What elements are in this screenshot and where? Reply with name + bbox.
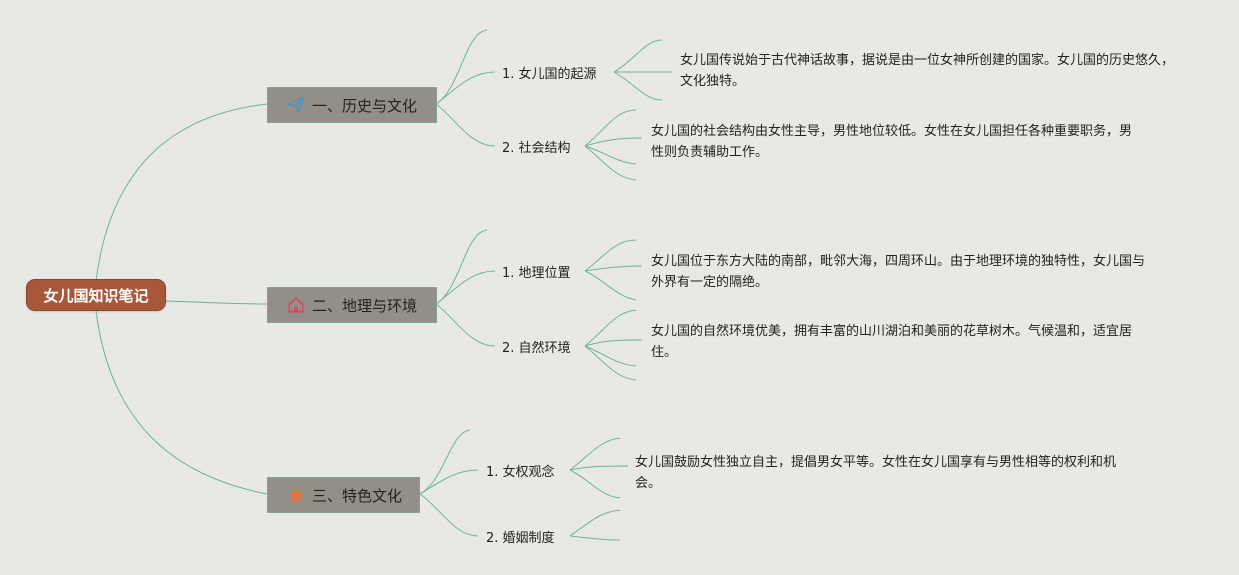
link-root-branch-1 xyxy=(95,103,268,282)
link-root-branch-3 xyxy=(95,310,268,495)
link-b1-top xyxy=(435,29,488,105)
link-root-branch-2 xyxy=(165,300,268,305)
root-node-label: 女儿国知识笔记 xyxy=(43,286,149,305)
description-natural-environment: 女儿国的自然环境优美，拥有丰富的山川湖泊和美丽的花草树木。气候温和，适宜居住。 xyxy=(651,324,1133,360)
house-icon xyxy=(286,295,306,315)
link-s32-fan-b xyxy=(569,535,621,541)
subtopic-origin[interactable]: 1. 女儿国的起源 xyxy=(502,67,597,82)
branch-geography-environment[interactable]: 二、地理与环境 xyxy=(267,287,437,323)
branch-label: 一、历史与文化 xyxy=(312,96,418,115)
subtopic-location[interactable]: 1. 地理位置 xyxy=(502,266,571,281)
link-s32-fan-a xyxy=(569,509,621,537)
link-s12-fan-d xyxy=(584,145,637,181)
link-b2-s1 xyxy=(435,270,496,305)
link-s12-fan-b xyxy=(584,137,643,147)
description-social-structure: 女儿国的社会结构由女性主导，男性地位较低。女性在女儿国担任各种重要职务，男性则负… xyxy=(651,124,1133,160)
link-s12-fan-c xyxy=(584,145,637,165)
description-location: 女儿国位于东方大陆的南部，毗邻大海，四周环山。由于地理环境的独特性，女儿国与外界… xyxy=(651,254,1146,290)
description-womens-rights: 女儿国鼓励女性独立自主，提倡男女平等。女性在女儿国享有与男性相等的权利和机会。 xyxy=(635,455,1117,491)
link-s22-fan-d xyxy=(584,345,637,381)
subtopic-social-structure[interactable]: 2. 社会结构 xyxy=(502,141,571,156)
link-s31-fan-b xyxy=(569,465,629,471)
link-s31-fan-c xyxy=(569,469,621,499)
link-b3-s1 xyxy=(419,469,479,495)
branch-label: 二、地理与环境 xyxy=(312,296,418,315)
link-s21-fan-b xyxy=(584,265,643,272)
link-s21-fan-a xyxy=(584,239,637,272)
link-s22-fan-c xyxy=(584,345,637,367)
link-b2-top xyxy=(435,229,488,305)
subtopic-marriage-system[interactable]: 2. 婚姻制度 xyxy=(486,531,555,546)
link-s11-fan-a xyxy=(613,39,663,73)
branch-label: 三、特色文化 xyxy=(312,486,403,505)
link-b3-s2 xyxy=(419,493,479,537)
subtopic-natural-environment[interactable]: 2. 自然环境 xyxy=(502,341,571,356)
branch-history-culture[interactable]: 一、历史与文化 xyxy=(267,87,437,123)
link-b3-top xyxy=(419,429,471,495)
link-s21-fan-c xyxy=(584,270,637,301)
subtopic-womens-rights[interactable]: 1. 女权观念 xyxy=(486,465,555,480)
link-b1-s2 xyxy=(435,103,496,147)
link-s11-fan-c xyxy=(613,71,663,101)
link-s12-fan-a xyxy=(584,109,637,147)
link-s31-fan-a xyxy=(569,437,621,471)
link-b2-s2 xyxy=(435,303,496,347)
description-origin: 女儿国传说始于古代神话故事，据说是由一位女神所创建的国家。女儿国的历史悠久，文化… xyxy=(680,53,1175,89)
branch-special-culture[interactable]: 三、特色文化 xyxy=(267,477,420,513)
link-s22-fan-b xyxy=(584,339,643,347)
star-icon xyxy=(286,485,306,505)
paper-plane-icon xyxy=(286,95,306,115)
link-b1-s1 xyxy=(435,71,496,105)
link-s22-fan-a xyxy=(584,309,637,347)
root-node[interactable]: 女儿国知识笔记 xyxy=(26,279,166,311)
